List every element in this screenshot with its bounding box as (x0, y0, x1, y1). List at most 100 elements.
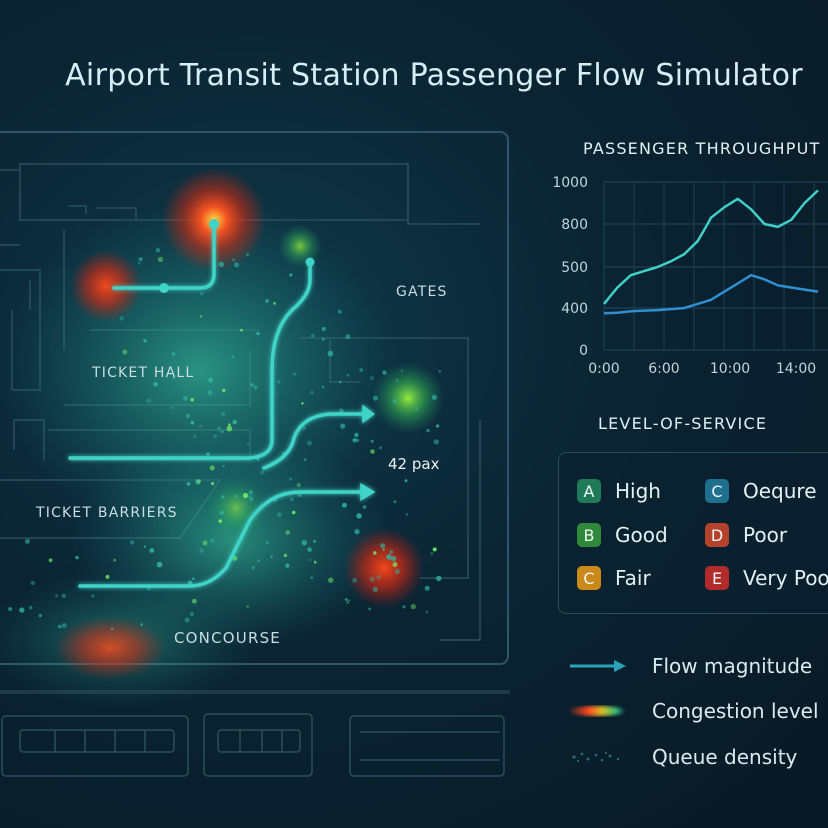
queue-dot (354, 529, 360, 535)
queue-dot (218, 261, 225, 268)
queue-dot (376, 574, 382, 580)
queue-dot (392, 562, 398, 568)
queue-dot (248, 490, 253, 495)
queue-dot (256, 331, 260, 336)
queue-dot (301, 402, 304, 405)
queue-dot (426, 428, 430, 433)
queue-dot (270, 555, 273, 558)
queue-dot (310, 390, 314, 395)
queue-dot (247, 443, 250, 446)
queue-dot (226, 425, 233, 432)
dots-icon (572, 751, 620, 763)
queue-dot (172, 376, 176, 380)
queue-dot (143, 338, 148, 343)
queue-dot (285, 530, 291, 535)
queue-dot (48, 558, 53, 563)
zone-label-gates[interactable]: GATES (396, 284, 448, 300)
floor-plan-map[interactable]: GATES TICKET HALL TICKET BARRIERS CONCOU… (0, 120, 540, 828)
queue-dot (430, 551, 434, 556)
queue-dot (285, 563, 290, 568)
gradient-icon (569, 706, 625, 716)
queue-dot (196, 479, 201, 484)
queue-dot (382, 548, 386, 551)
queue-dot (307, 547, 312, 552)
legend-label-flow: Flow magnitude (652, 654, 813, 678)
queue-dot (405, 513, 409, 516)
queue-dot (110, 627, 114, 631)
queue-dot (372, 395, 378, 401)
queue-dot (233, 494, 237, 498)
queue-dot (227, 423, 231, 427)
queue-dot (313, 539, 317, 543)
los-item-c: C Fair (577, 566, 651, 590)
queue-dot (302, 426, 306, 430)
queue-dot (265, 299, 269, 303)
queue-dot (273, 301, 276, 305)
x-tick-label: 10:00 (710, 361, 750, 377)
queue-dot (392, 398, 398, 404)
queue-dot (200, 292, 204, 296)
queue-dot (256, 458, 260, 461)
zone-label-ticket-barriers[interactable]: TICKET BARRIERS (35, 505, 178, 521)
queue-dot (410, 603, 416, 610)
queue-dot (199, 548, 204, 553)
los-label-d: Poor (743, 523, 788, 547)
queue-dot (190, 420, 195, 425)
queue-dot (55, 594, 58, 598)
queue-dot (313, 560, 317, 564)
zone-label-ticket-hall[interactable]: TICKET HALL (91, 365, 194, 381)
queue-dot (192, 577, 195, 580)
y-tick-label: 1000 (552, 175, 588, 191)
y-tick-label: 500 (561, 260, 588, 276)
queue-dot (61, 623, 67, 628)
queue-dot (113, 558, 117, 562)
queue-dot (289, 477, 293, 481)
queue-dot (380, 543, 386, 549)
queue-dot (321, 327, 326, 331)
queue-dot (218, 519, 222, 523)
queue-dot (310, 333, 315, 338)
queue-dot (199, 424, 203, 428)
x-tick-label: 6:00 (648, 361, 679, 377)
queue-dot (250, 383, 254, 387)
level-of-service-panel: A High B Good C Fair C Oequre D Poor E V… (558, 452, 828, 614)
queue-dot (220, 430, 224, 434)
throughput-heading: PASSENGER THROUGHPUT (583, 139, 821, 158)
flow-node (159, 283, 169, 293)
queue-dot (368, 607, 371, 611)
series-line-2 (603, 273, 819, 315)
los-label-b: Good (615, 523, 668, 547)
queue-dot (400, 369, 404, 372)
queue-dot (91, 594, 95, 598)
queue-dot (24, 538, 30, 544)
zone-label-concourse[interactable]: CONCOURSE (174, 629, 281, 647)
page-title: Airport Transit Station Passenger Flow S… (65, 58, 803, 93)
queue-dot (265, 541, 269, 545)
queue-dot (339, 408, 344, 414)
queue-dot (240, 328, 243, 332)
queue-dot (328, 577, 334, 583)
queue-dot (245, 252, 250, 257)
queue-dot (394, 568, 400, 575)
queue-dot (57, 624, 62, 629)
x-tick-label: 0:00 (588, 361, 619, 377)
queue-dot (206, 452, 210, 456)
queue-dot (296, 483, 301, 488)
y-tick-label: 800 (561, 217, 588, 233)
queue-dot (425, 610, 429, 614)
queue-dot (277, 512, 282, 517)
queue-dot (297, 492, 302, 497)
queue-dot (373, 551, 377, 555)
queue-dot (190, 612, 194, 616)
queue-dot (221, 412, 226, 416)
queue-dot (137, 261, 141, 265)
queue-dot (210, 538, 215, 543)
queue-dot (438, 370, 441, 373)
queue-dot (352, 437, 358, 443)
queue-dot (251, 565, 255, 570)
los-item-c-alt: C Oequre (705, 479, 817, 503)
queue-dot (183, 396, 188, 401)
queue-dot (354, 432, 359, 438)
queue-dot (337, 309, 342, 314)
